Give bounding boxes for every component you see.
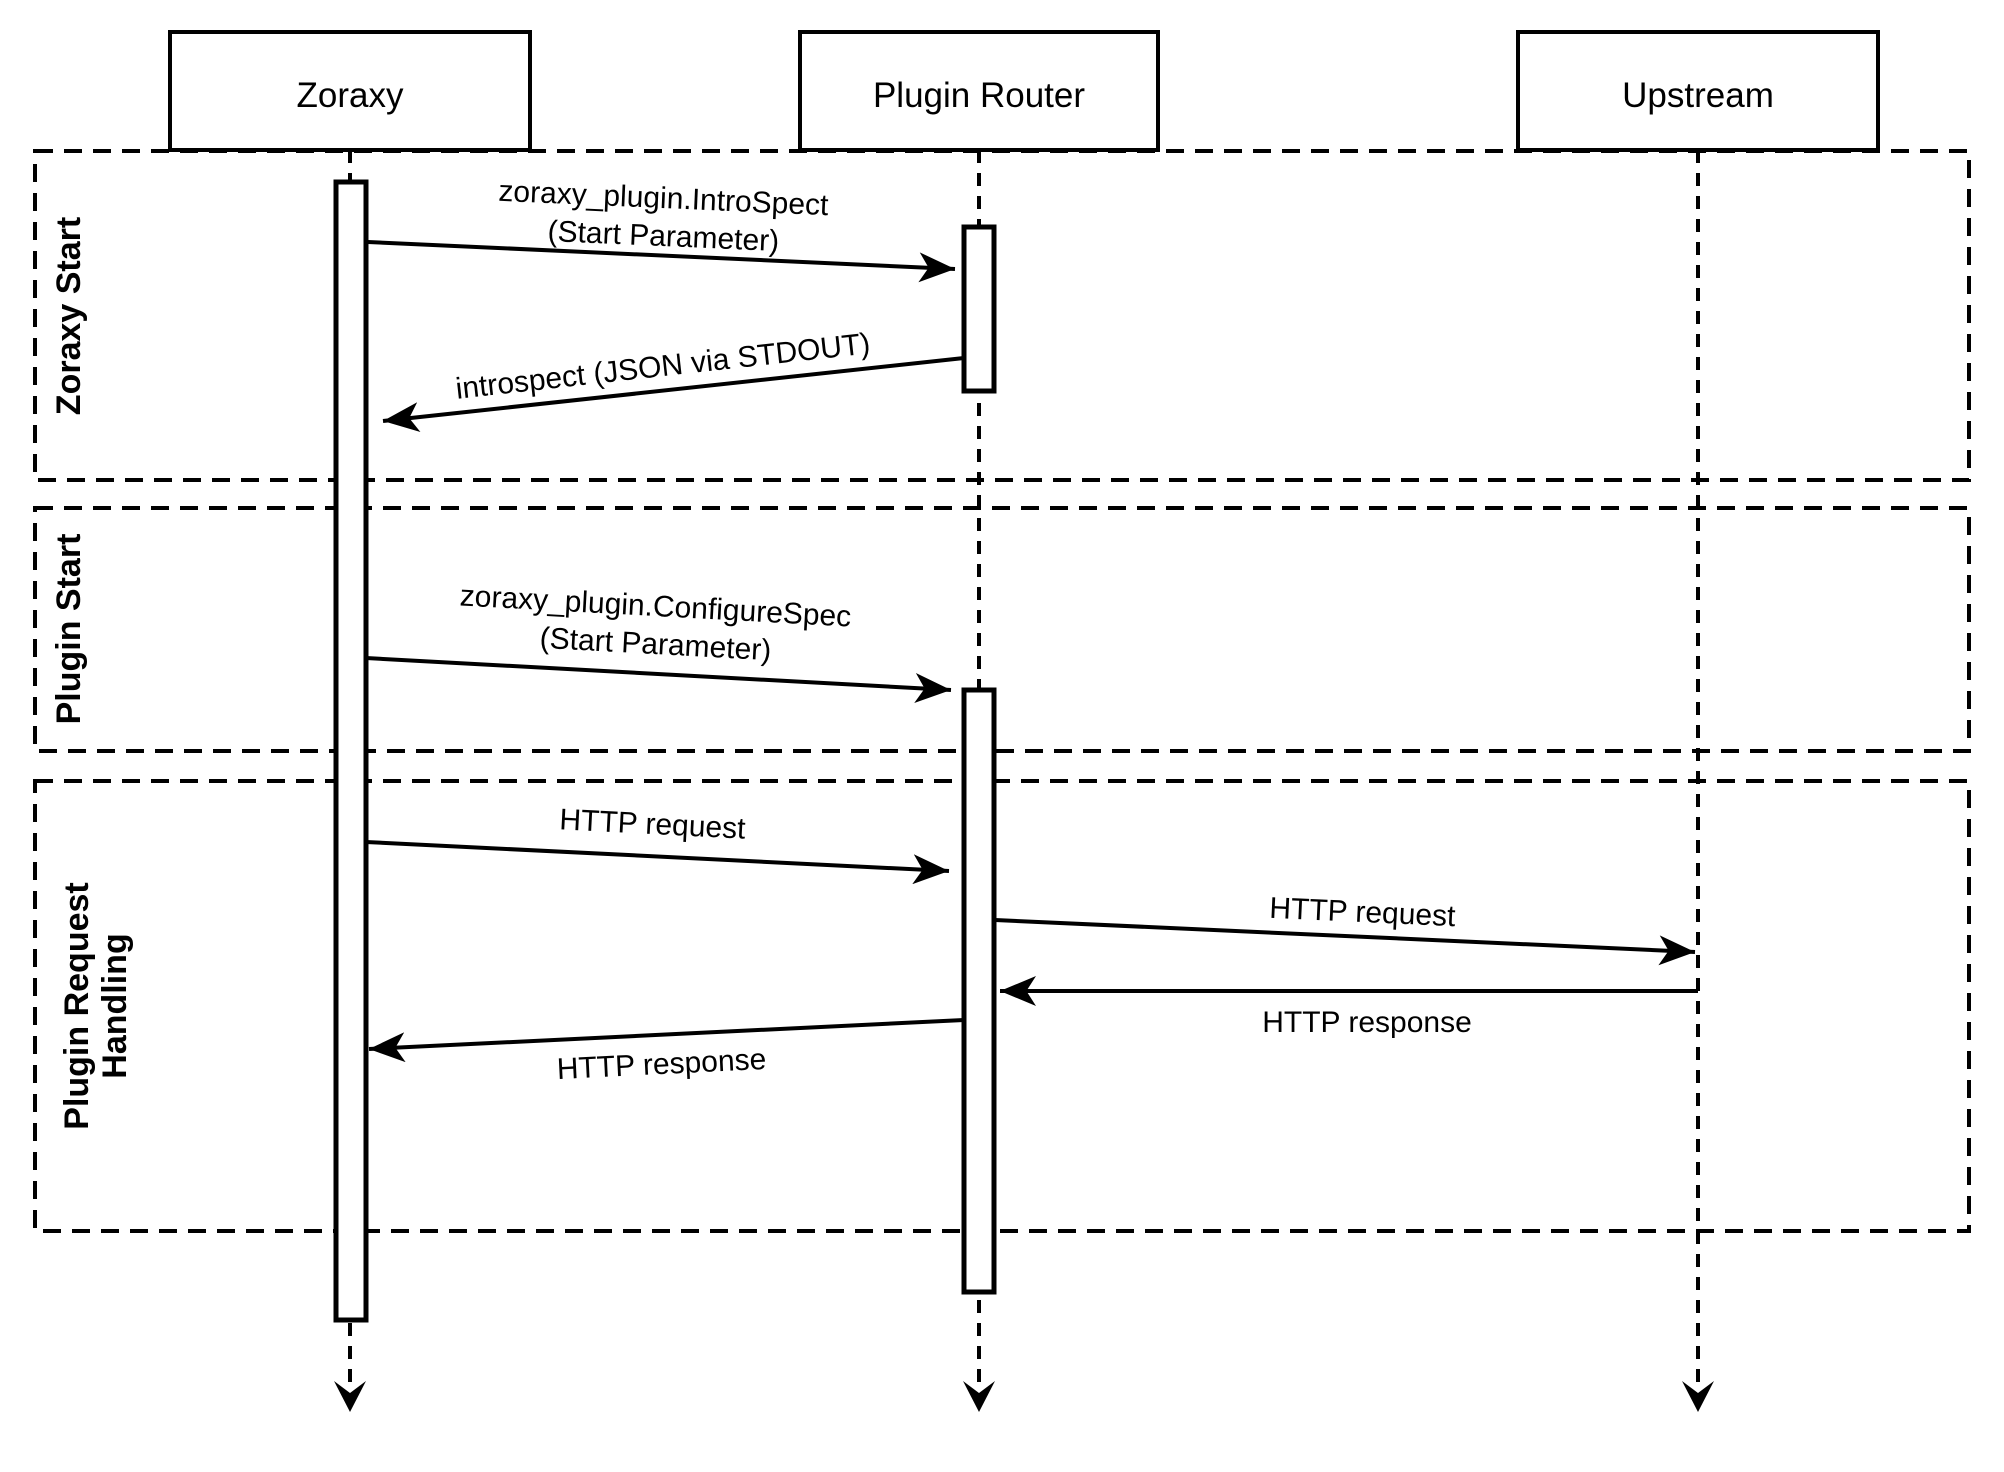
activation-bar-plugin-router-1	[961, 224, 997, 394]
actor-label-plugin-router: Plugin Router	[873, 76, 1085, 115]
group-label-plugin-request-handling-line1: Plugin Request	[58, 882, 96, 1129]
lifeline-end-arrow-zoraxy	[334, 1381, 366, 1412]
message-label-http-response-to-zoraxy: HTTP response	[556, 1043, 767, 1086]
group-box-zoraxy-start	[33, 149, 1971, 482]
message-label-configurespec-line2: (Start Parameter)	[539, 622, 772, 667]
lifeline-end-arrow-plugin-router	[963, 1381, 995, 1412]
actor-box-zoraxy	[168, 30, 532, 152]
message-label-http-request-to-upstream: HTTP request	[1269, 892, 1457, 933]
group-box-plugin-request-handling	[33, 779, 1971, 1233]
group-label-plugin-start: Plugin Start	[50, 534, 88, 725]
activation-bar-zoraxy	[333, 179, 369, 1323]
activation-bar-plugin-router-2	[961, 687, 997, 1295]
group-label-plugin-request-handling-line2: Handling	[96, 933, 134, 1078]
lifeline-end-arrow-upstream	[1682, 1381, 1714, 1412]
actor-label-zoraxy: Zoraxy	[297, 76, 404, 115]
message-arrow-introspect-return	[382, 356, 965, 433]
message-arrow-http-request-to-plugin	[365, 840, 950, 885]
actor-box-upstream	[1516, 30, 1880, 152]
message-arrow-configurespec	[365, 656, 952, 704]
actor-label-upstream: Upstream	[1622, 76, 1774, 115]
message-arrow-http-request-to-upstream	[994, 918, 1696, 966]
group-label-zoraxy-start: Zoraxy Start	[50, 217, 88, 415]
group-box-plugin-start	[33, 506, 1971, 753]
message-arrow-introspect-call	[367, 240, 956, 283]
message-label-introspect-return: introspect (JSON via STDOUT)	[454, 327, 872, 406]
message-label-http-request-to-plugin: HTTP request	[559, 803, 747, 845]
actor-box-plugin-router	[798, 30, 1160, 152]
message-arrow-http-response-to-zoraxy	[368, 1018, 965, 1063]
message-label-http-response-from-upstream: HTTP response	[1262, 1006, 1472, 1039]
message-label-configurespec-line1: zoraxy_plugin.ConfigureSpec	[459, 579, 852, 633]
